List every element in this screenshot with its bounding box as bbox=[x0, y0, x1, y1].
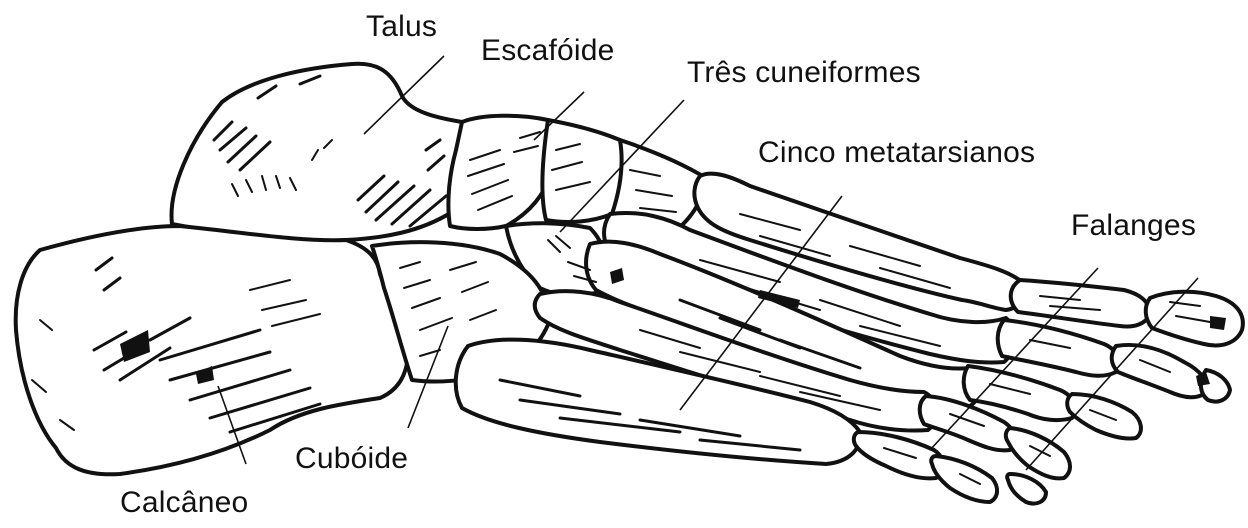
label-talus: Talus bbox=[366, 12, 437, 42]
falange-2b-bone bbox=[1112, 345, 1207, 397]
label-cuboide: Cubóide bbox=[295, 444, 408, 474]
falange-5a-bone bbox=[854, 432, 943, 478]
falange-5b-bone bbox=[931, 456, 997, 502]
label-falanges: Falanges bbox=[1071, 211, 1196, 241]
label-escafoide: Escafóide bbox=[481, 36, 615, 66]
label-calcaneo: Calcâneo bbox=[120, 488, 248, 518]
calcaneo-bone bbox=[16, 226, 408, 474]
falange-2a-bone bbox=[998, 320, 1119, 376]
label-cuneiformes: Três cuneiformes bbox=[687, 58, 921, 88]
label-metatarsianos: Cinco metatarsianos bbox=[758, 138, 1035, 168]
falange-4b-bone bbox=[1006, 428, 1070, 478]
falange-5c-bone bbox=[1007, 474, 1046, 504]
